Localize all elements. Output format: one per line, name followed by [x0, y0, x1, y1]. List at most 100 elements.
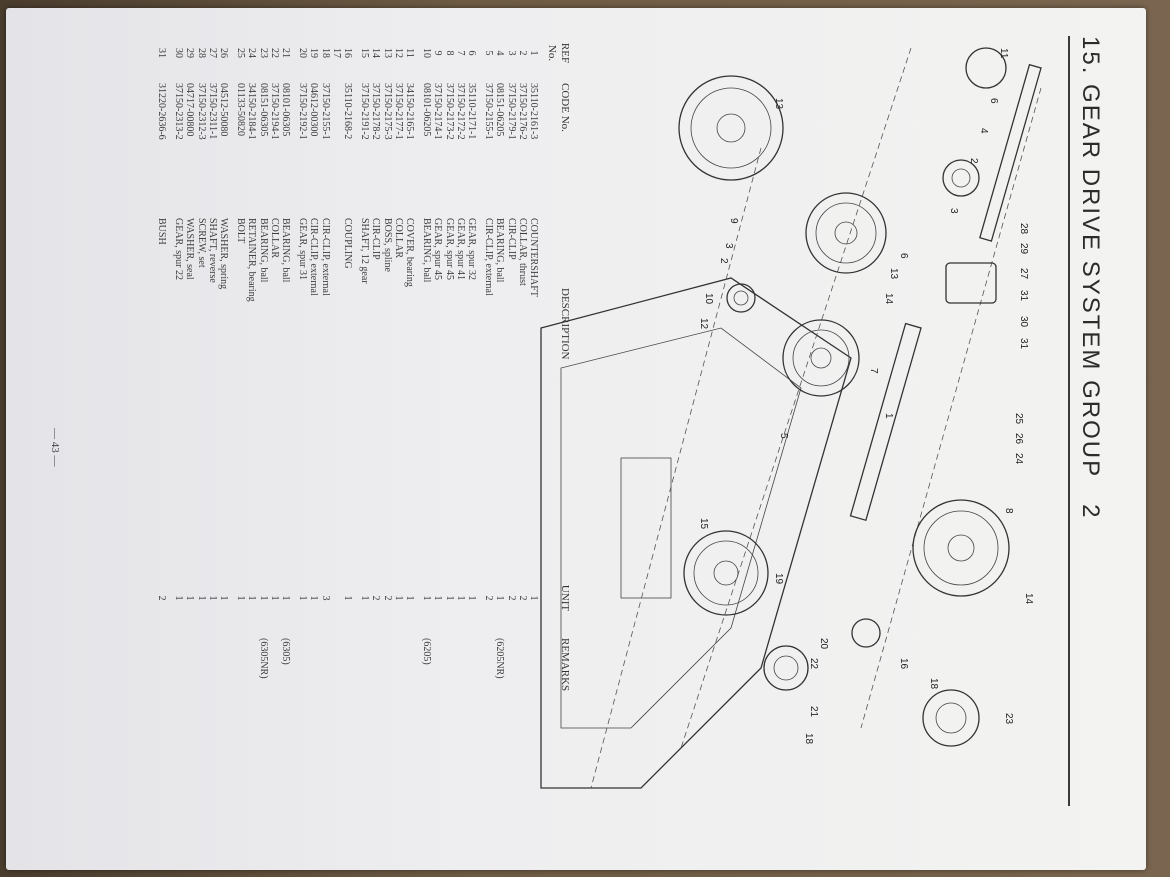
callout-13: 13: [773, 98, 784, 110]
ref-cell: 22: [268, 48, 280, 58]
callout-2: 2: [968, 158, 979, 164]
code-cell: 37150-2155-1: [483, 83, 495, 140]
header-remarks: REMARKS: [559, 638, 571, 692]
ref-cell: 17: [330, 48, 342, 58]
exploded-parts-diagram: 11 6 4 2 3 13 6 13 14 9 3 2 10 12 7 1 5: [540, 47, 1042, 789]
ref-cell: 9: [432, 50, 444, 56]
unit-cell: 1: [235, 595, 247, 601]
diagram-callouts: 11 6 4 2 3 13 6 13 14 9 3 2 10 12 7 1 5: [698, 48, 1034, 745]
gear-13-left: [678, 75, 784, 181]
unit-cell: 1: [297, 595, 309, 601]
unit-cell: 2: [516, 595, 528, 601]
callout-21: 21: [808, 706, 819, 718]
unit-cell: 1: [342, 595, 353, 601]
unit-cell: 1: [432, 595, 444, 601]
ref-cell: 20: [297, 48, 309, 58]
code-cell: 34150-2184-1: [246, 83, 258, 140]
unit-cell: 1: [404, 595, 415, 601]
callout-19: 19: [773, 573, 784, 585]
description-cell: CIR-CLIP, external: [308, 218, 320, 296]
code-cell: 08151-06205: [494, 83, 506, 137]
countershaft: [849, 322, 922, 522]
ref-cell: 8: [443, 50, 455, 56]
ref-cell: 16: [342, 48, 353, 58]
code-cell: 34150-2165-1: [404, 83, 415, 140]
description-cell: COLLAR: [392, 218, 404, 258]
description-cell: GEAR, spur 41: [454, 218, 466, 280]
ref-cell: 14: [370, 48, 382, 58]
assembly-axis-3: [590, 147, 762, 789]
unit-cell: 1: [421, 595, 433, 601]
unit-cell: 1: [257, 595, 269, 601]
manual-page: 15. GEAR DRIVE SYSTEM GROUP 2: [6, 8, 1146, 870]
code-cell: 35110-2161-3: [528, 83, 539, 140]
description-cell: GEAR, spur 22: [173, 218, 185, 280]
code-cell: 37150-2155-1: [319, 83, 331, 140]
unit-cell: 1: [494, 595, 506, 601]
remarks-cell: (6205NR): [494, 638, 506, 679]
ref-cell: 11: [404, 48, 415, 58]
section-title: 15. GEAR DRIVE SYSTEM GROUP2: [1076, 36, 1104, 519]
description-cell: BEARING, ball: [257, 218, 269, 283]
header-ref: REF: [559, 42, 571, 64]
ref-cell: 4: [494, 50, 506, 56]
unit-cell: 1: [218, 595, 229, 601]
ref-cell: 19: [308, 48, 320, 58]
description-cell: BOLT: [235, 218, 247, 244]
code-cell: 37150-2173-2: [443, 83, 455, 140]
description-cell: COUNTERSHAFT: [528, 218, 539, 297]
description-cell: BEARING, ball: [421, 218, 433, 283]
remarks-cell: (6305): [280, 638, 291, 665]
description-cell: COLLAR: [268, 218, 280, 258]
ref-cell: 21: [280, 48, 291, 58]
ref-cell: 27: [206, 48, 218, 58]
ref-cell: 29: [184, 48, 196, 58]
unit-cell: 1: [392, 595, 404, 601]
description-cell: COUPLING: [342, 218, 353, 269]
gear-8: [912, 499, 1010, 597]
callout-5: 5: [778, 433, 789, 439]
unit-cell: 2: [381, 595, 393, 601]
code-cell: 37150-2311-1: [206, 83, 218, 140]
ref-cell: 12: [392, 48, 404, 58]
callout-18: 18: [928, 678, 939, 690]
callout-14: 14: [883, 293, 894, 305]
reverse-shaft: [979, 63, 1042, 242]
description-cell: SHAFT, reverse: [206, 218, 218, 283]
callout-25: 25: [1013, 413, 1024, 425]
section-title-text: 15. GEAR DRIVE SYSTEM GROUP: [1077, 36, 1104, 479]
table-header-2: No.: [544, 28, 558, 818]
header-description: DESCRIPTION: [559, 288, 571, 360]
code-cell: 08101-06305: [280, 83, 291, 137]
code-cell: 37150-2178-2: [370, 83, 382, 140]
code-cell: 04512-50080: [218, 83, 229, 137]
code-cell: 01133-50820: [235, 83, 247, 136]
callout-14b: 14: [1023, 593, 1034, 605]
ref-cell: 24: [246, 48, 258, 58]
unit-cell: 1: [466, 595, 477, 601]
callout-1: 1: [883, 413, 894, 419]
page-number: — 43 —: [49, 428, 61, 467]
code-cell: 37150-2174-1: [432, 83, 444, 140]
title-rule: [1068, 36, 1070, 806]
description-cell: CIR-CLIP, external: [483, 218, 495, 296]
code-cell: 35110-2168-2: [342, 83, 353, 140]
callout-16: 16: [898, 658, 909, 670]
code-cell: 04717-00800: [184, 83, 196, 137]
callout-18b: 18: [803, 733, 814, 745]
bearing-23: [922, 689, 980, 747]
code-cell: 08151-06305: [257, 83, 269, 137]
unit-cell: 1: [443, 595, 455, 601]
description-cell: BUSH: [156, 218, 167, 245]
callout-28: 28: [1018, 223, 1029, 235]
ref-cell: 26: [218, 48, 229, 58]
description-cell: SHAFT, 12 gear: [359, 218, 371, 284]
callout-2b: 2: [718, 258, 729, 264]
ref-cell: 30: [173, 48, 185, 58]
callout-6b: 6: [898, 253, 909, 259]
callout-31b: 31: [1018, 338, 1029, 350]
unit-cell: 2: [370, 595, 382, 601]
description-cell: WASHER, seal: [184, 218, 196, 280]
description-cell: RETAINER, bearing: [246, 218, 258, 302]
